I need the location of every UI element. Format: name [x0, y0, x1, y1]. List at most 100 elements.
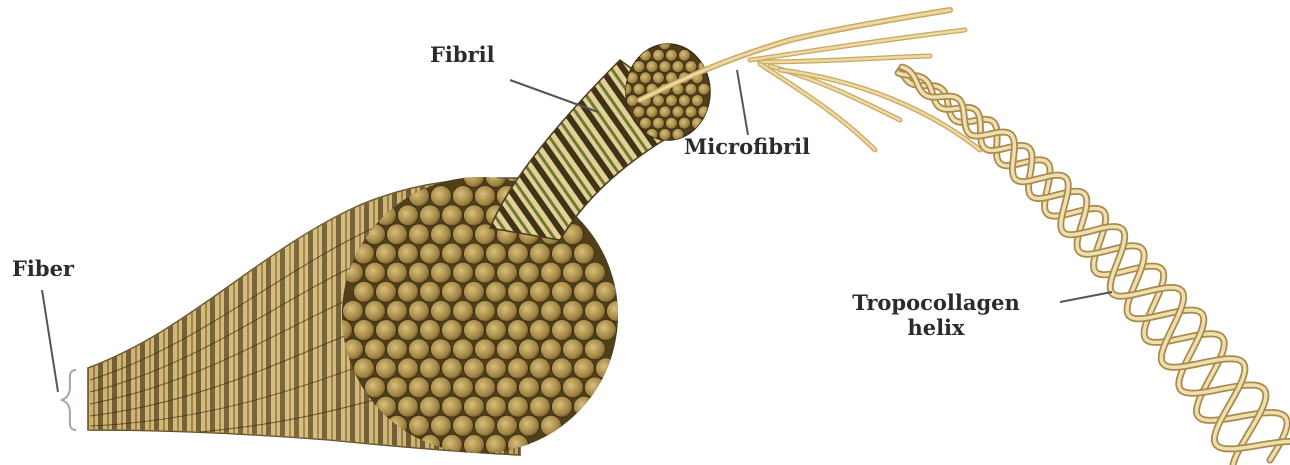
microfibril-circle: [672, 106, 684, 118]
fibril-circle: [442, 243, 463, 264]
fibril-circle: [431, 339, 452, 360]
tropocollagen-helix-label: Tropocollagen helix: [830, 290, 1042, 340]
microfibril-circle: [679, 49, 691, 61]
fibril-circle: [486, 396, 507, 417]
microfibril-circle: [653, 95, 665, 107]
microfibril-circle: [646, 61, 658, 73]
fibril-circle: [387, 377, 408, 398]
fibril-circle: [453, 339, 474, 360]
fibril-circle: [365, 377, 386, 398]
fibril-circle: [596, 281, 617, 302]
fibril-circle: [376, 281, 397, 302]
fibril-circle: [574, 243, 595, 264]
fibril-circle: [387, 301, 408, 322]
tropocollagen-helix: [898, 67, 1290, 465]
fibril-circle: [398, 281, 419, 302]
microfibril-circle: [653, 72, 665, 84]
microfibril-circle: [659, 61, 671, 73]
fibril-circle: [519, 339, 540, 360]
fibril-circle: [519, 301, 540, 322]
fibril-circle: [508, 281, 529, 302]
fibril-circle: [464, 205, 485, 226]
fibril-circle: [486, 167, 507, 188]
microfibril-circle: [659, 129, 671, 141]
fibril-circle: [453, 262, 474, 283]
fibril-circle: [563, 301, 584, 322]
tropocollagen-label-line2: helix: [830, 315, 1042, 340]
fibril-circle: [541, 377, 562, 398]
fibril-circle: [541, 339, 562, 360]
fibril-circle: [574, 320, 595, 341]
fibril-circle: [409, 415, 430, 436]
fibril-circle: [442, 396, 463, 417]
fibril-circle: [585, 339, 606, 360]
microfibril-circle: [640, 72, 652, 84]
microfibril-circle: [679, 95, 691, 107]
fibril-circle: [420, 243, 441, 264]
tropocollagen-leader-line: [1060, 292, 1112, 302]
fibril-circle: [530, 320, 551, 341]
microfibril-circle: [653, 117, 665, 129]
fiber-bracket: [62, 370, 76, 430]
fibril-circle: [497, 377, 518, 398]
fibril-circle: [486, 243, 507, 264]
fibril-circle: [442, 435, 463, 456]
microfibril-circle: [627, 95, 639, 107]
tropocollagen-label-line1: Tropocollagen: [830, 290, 1042, 315]
fibril-circle: [464, 396, 485, 417]
fibril-circle: [464, 358, 485, 379]
fiber-leader-line: [42, 290, 58, 392]
fibril-circle: [530, 396, 551, 417]
fibril-circle: [354, 281, 375, 302]
fibril-circle: [354, 320, 375, 341]
fibril-circle: [475, 301, 496, 322]
fibril-circle: [442, 205, 463, 226]
fibril-circle: [530, 281, 551, 302]
fiber-label: Fiber: [12, 256, 74, 281]
fibril-circle: [376, 358, 397, 379]
fibril-circle: [475, 339, 496, 360]
fibril-circle: [541, 415, 562, 436]
fibril-circle: [574, 396, 595, 417]
fibril-circle: [409, 377, 430, 398]
fibril-circle: [552, 281, 573, 302]
fibril-circle: [486, 281, 507, 302]
microfibril-circle: [698, 83, 710, 95]
microfibril-leader-line: [737, 70, 748, 135]
fibril-label: Fibril: [430, 42, 495, 67]
fibril-circle: [563, 339, 584, 360]
fibril-circle: [442, 358, 463, 379]
fibril-circle: [530, 358, 551, 379]
fibril-circle: [585, 262, 606, 283]
fibril-circle: [475, 262, 496, 283]
fibril-circle: [464, 320, 485, 341]
fibril-circle: [486, 358, 507, 379]
fibril-circle: [519, 377, 540, 398]
fibril-circle: [519, 262, 540, 283]
fibril-circle: [453, 301, 474, 322]
fibril-circle: [398, 320, 419, 341]
fibril-circle: [541, 301, 562, 322]
fibril-circle: [464, 281, 485, 302]
fibril-circle: [475, 186, 496, 207]
fibril-circle: [420, 320, 441, 341]
microfibril-circle: [640, 117, 652, 129]
fibril-circle: [453, 224, 474, 245]
microfibril-circle: [633, 83, 645, 95]
fibril-circle: [409, 339, 430, 360]
fibril-circle: [376, 243, 397, 264]
fibril-circle: [343, 301, 364, 322]
fibril-circle: [552, 243, 573, 264]
fibril-circle: [398, 358, 419, 379]
fibril-circle: [365, 301, 386, 322]
fibril-circle: [563, 262, 584, 283]
fibril-circle: [409, 301, 430, 322]
microfibril-circle: [672, 61, 684, 73]
fibril-circle: [497, 262, 518, 283]
fibril-circle: [508, 320, 529, 341]
fibril-circle: [541, 262, 562, 283]
fibril-circle: [420, 281, 441, 302]
microfibril-circle: [685, 83, 697, 95]
fibril-circle: [585, 301, 606, 322]
